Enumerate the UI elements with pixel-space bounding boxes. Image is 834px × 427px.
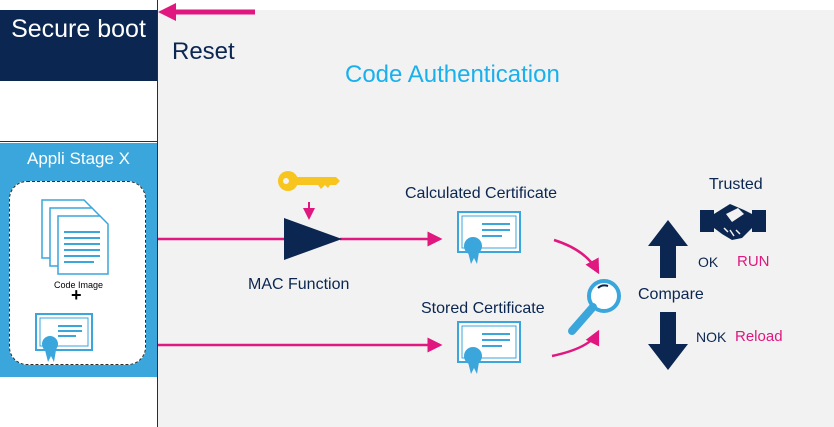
reset-arrow: [158, 3, 255, 21]
document-stack-icon: [41, 199, 109, 275]
mac-function-label: MAC Function: [248, 276, 350, 293]
appli-stage-box: Appli Stage X: [0, 143, 157, 377]
compare-label: Compare: [638, 286, 704, 303]
reload-label: Reload: [735, 328, 783, 345]
trusted-label: Trusted: [709, 176, 763, 193]
handshake-icon: [700, 204, 766, 240]
run-label: RUN: [737, 253, 770, 270]
calculated-certificate-label: Calculated Certificate: [405, 185, 558, 202]
calculated-to-compare-arrow: [553, 238, 600, 275]
diagram-title: Code Authentication: [345, 61, 560, 88]
stored-certificate-icon: [457, 321, 521, 374]
code-image-label: Code Image: [54, 280, 104, 290]
certificate-icon: [35, 313, 93, 362]
arrow-down-icon: [648, 312, 688, 370]
mac-triangle-icon: [284, 218, 342, 260]
calculated-certificate-icon: [457, 211, 521, 264]
column-divider: [0, 141, 157, 142]
stored-to-compare-arrow: [551, 329, 600, 358]
appli-stage-title: Appli Stage X: [26, 149, 130, 168]
magnifier-icon: [568, 279, 621, 335]
key-icon: [278, 171, 340, 191]
arrow-up-icon: [648, 220, 688, 278]
plus-sign: +: [71, 285, 82, 305]
stored-certificate-label: Stored Certificate: [421, 300, 545, 317]
reset-label: Reset: [172, 38, 235, 65]
nok-label: NOK: [696, 329, 727, 345]
ok-label: OK: [698, 254, 719, 270]
secure-boot-box: Secure boot: [0, 10, 157, 81]
